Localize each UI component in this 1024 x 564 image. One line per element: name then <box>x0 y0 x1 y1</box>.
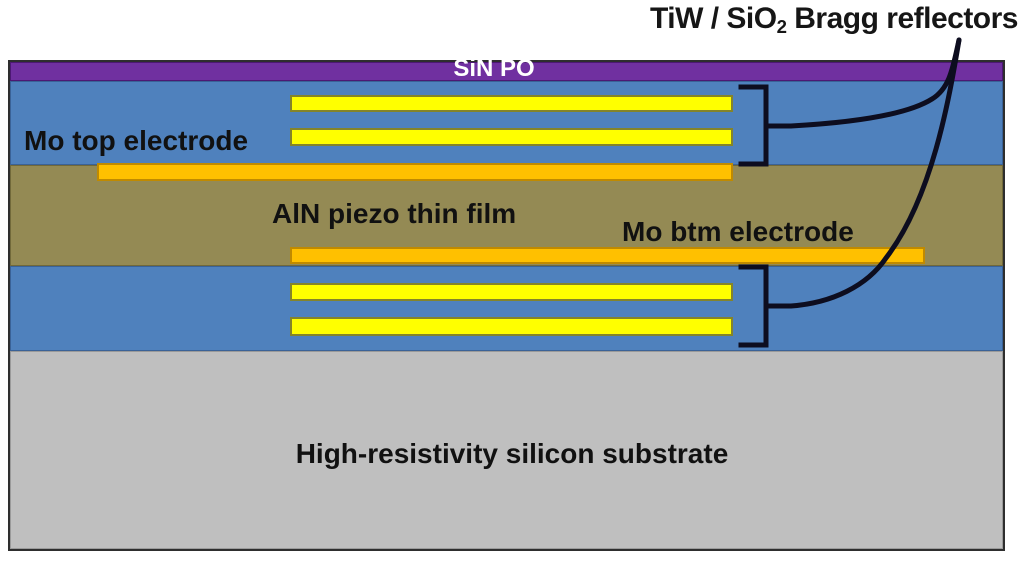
mo-btm-electrode-label: Mo btm electrode <box>622 216 854 247</box>
sin-po-label: SiN PO <box>453 55 535 82</box>
mo-top-electrode-bar <box>97 163 733 181</box>
layer-silicon-substrate <box>10 351 1003 549</box>
title-prefix: TiW / SiO <box>649 2 777 35</box>
bottom-bragg-tiw-bar-2 <box>290 317 733 336</box>
title-suffix: Bragg reflectors <box>786 2 1018 35</box>
mo-bottom-electrode-bar <box>290 247 925 264</box>
silicon-substrate-label: High-resistivity silicon substrate <box>295 438 729 469</box>
aln-piezo-film-label: AlN piezo thin film <box>272 198 517 229</box>
bottom-bragg-tiw-bar-1 <box>290 283 733 301</box>
top-bragg-tiw-bar-1 <box>290 95 733 112</box>
top-bragg-tiw-bar-2 <box>290 128 733 146</box>
bragg-reflectors-title: TiW / SiO2 Bragg reflectors <box>649 2 1019 38</box>
layer-bottom-bragg-region <box>10 266 1003 351</box>
mo-top-electrode-label: Mo top electrode <box>24 125 249 156</box>
layer-sin-passivation <box>10 62 1003 81</box>
title-subscript: 2 <box>776 16 787 38</box>
